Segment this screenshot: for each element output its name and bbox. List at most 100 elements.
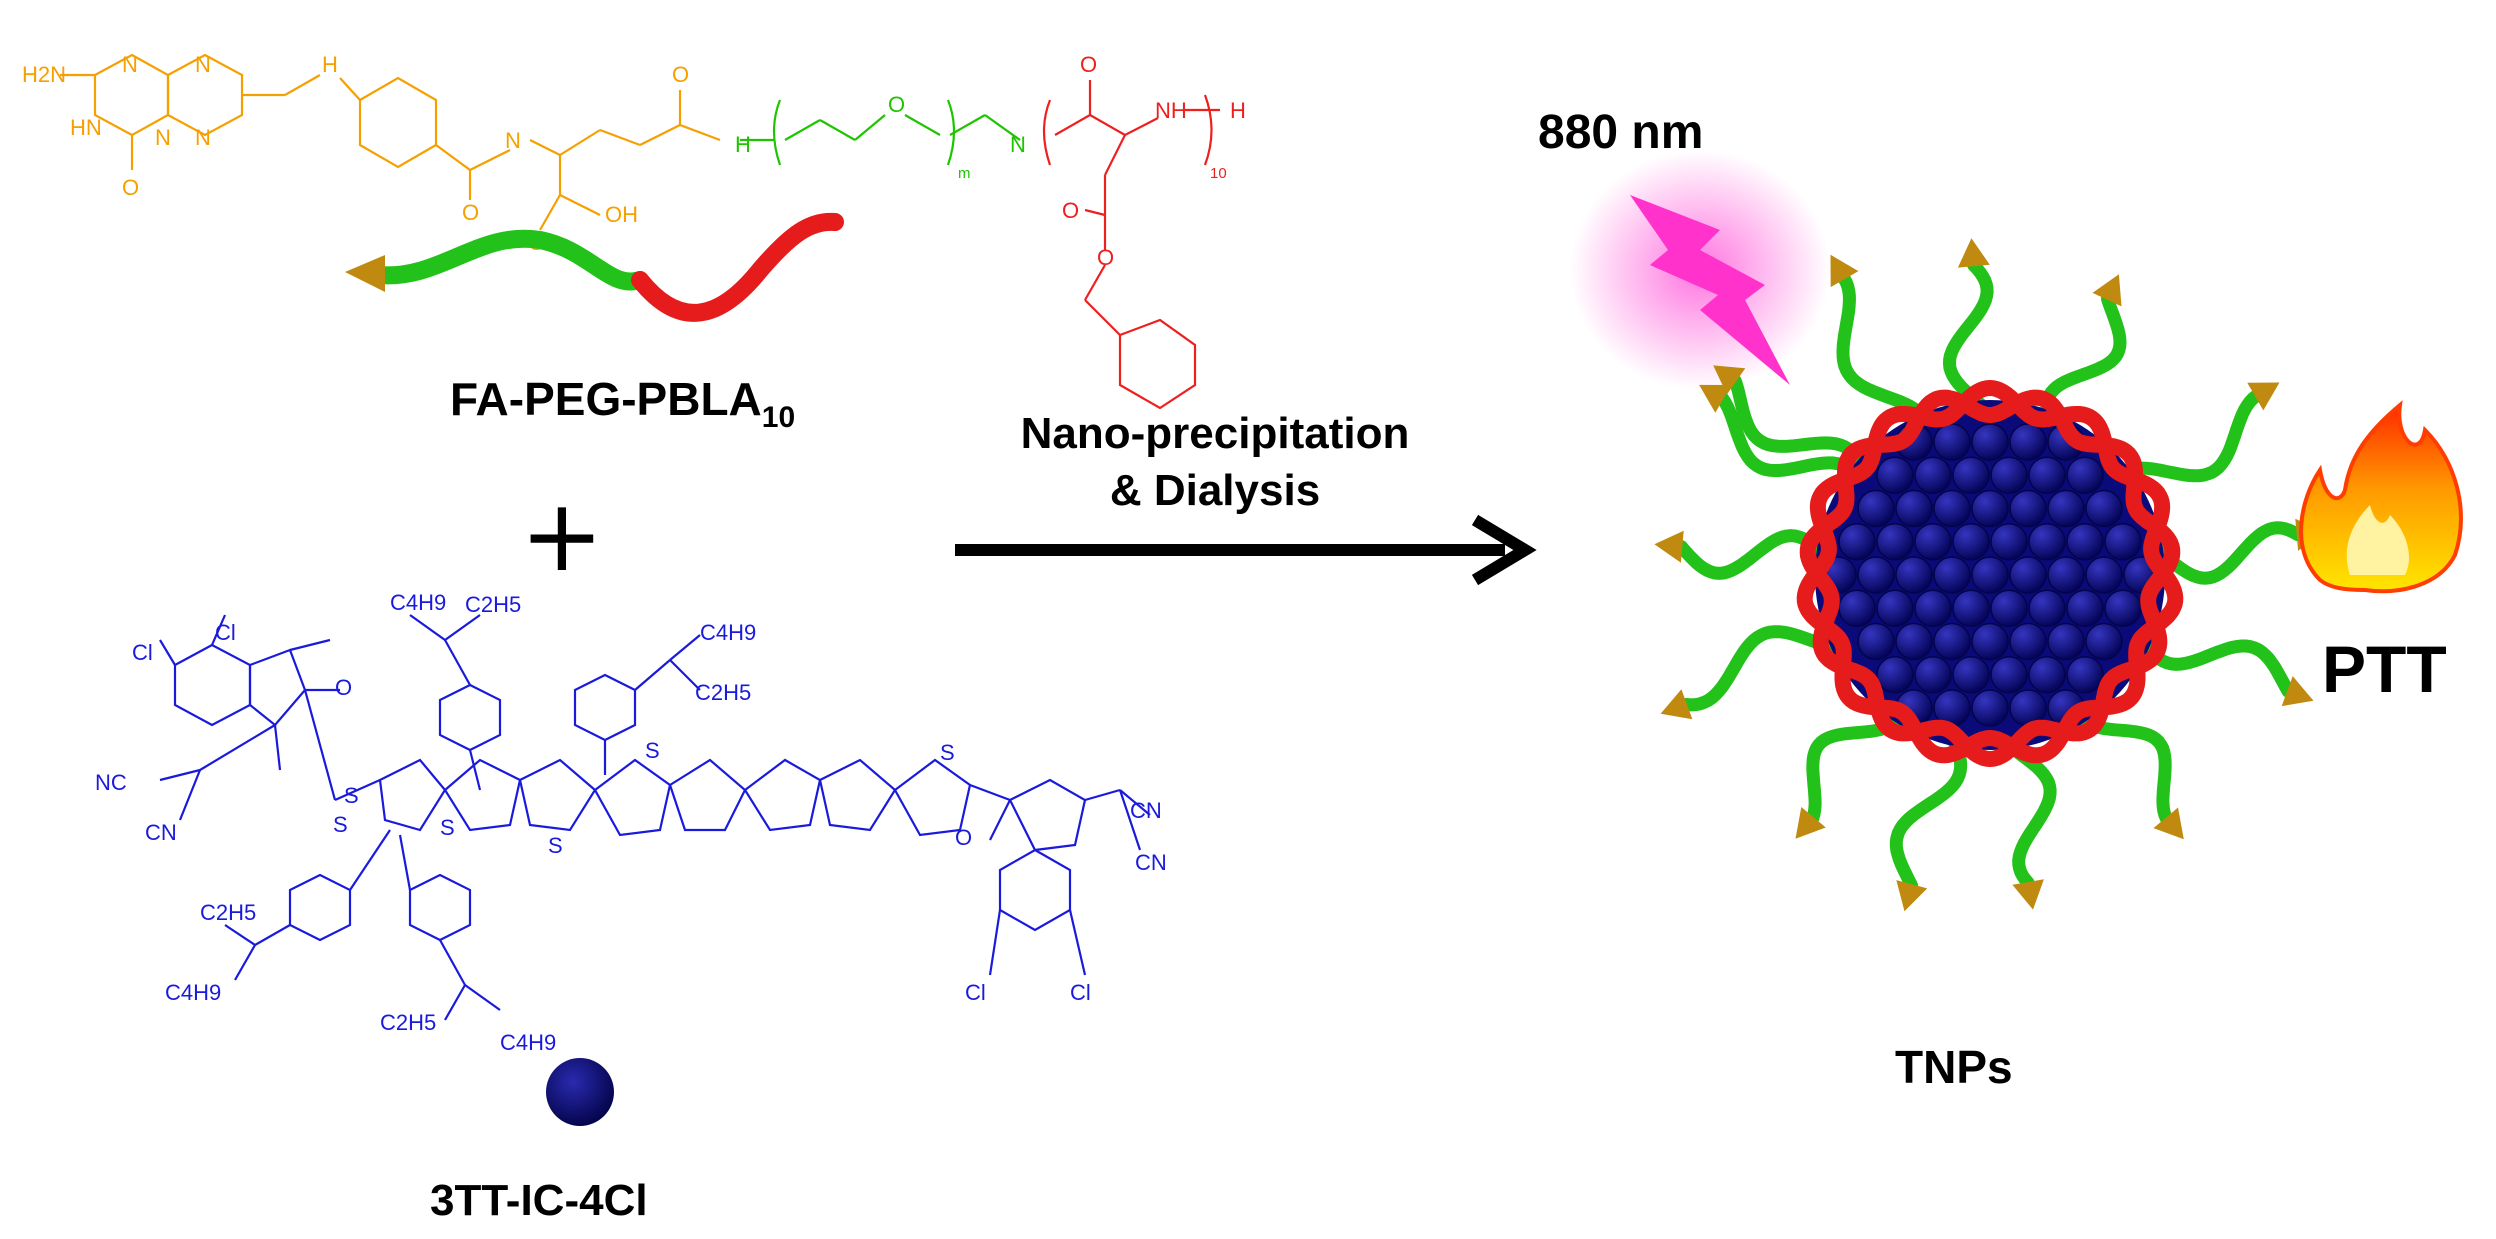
- c4h9-d-label: C4H9: [500, 1030, 556, 1055]
- core-dye-ball: [1971, 622, 2009, 661]
- cn2-label: CN: [1130, 798, 1162, 823]
- core-dye-ball: [1952, 456, 1990, 494]
- o1-label: O: [335, 675, 352, 700]
- cl1-label: Cl: [132, 640, 153, 665]
- core-dye-ball: [1990, 523, 2028, 561]
- core-dye-ball: [1952, 523, 1990, 561]
- core-dye-ball: [2104, 589, 2142, 627]
- folate-tip-icon: [1713, 365, 1746, 395]
- peg-labels: H O m N: [735, 92, 1026, 182]
- core-dye-ball: [1933, 622, 1971, 661]
- s4-label: S: [548, 833, 563, 858]
- core-dye-ball: [2009, 423, 2047, 461]
- core-dye-ball: [1857, 489, 1895, 528]
- core-dye-ball: [1914, 589, 1952, 627]
- peg-o-label: O: [888, 92, 905, 117]
- pbla-o2-label: O: [1062, 198, 1079, 223]
- n-amide-label: N: [505, 128, 521, 153]
- h2n-label: H2N: [22, 62, 66, 87]
- core-dye-ball: [1933, 489, 1971, 528]
- copolymer-cartoon: [345, 212, 844, 322]
- pbla-o3-label: O: [1097, 245, 1114, 270]
- core-dye-ball: [1990, 656, 2028, 694]
- core-dye-ball: [1857, 556, 1895, 594]
- core-dye-ball: [1895, 489, 1933, 528]
- n2-label: N: [195, 52, 211, 77]
- core-dye-ball: [1914, 456, 1952, 494]
- pbla-labels: O NH H 10 O O: [1062, 52, 1246, 270]
- c2h5-b-label: C2H5: [695, 680, 751, 705]
- core-dye-ball: [2085, 489, 2123, 528]
- core-dye-ball: [2066, 523, 2104, 561]
- pbla-nh-label: NH: [1155, 98, 1187, 123]
- core-dye-ball: [2009, 556, 2047, 594]
- c4h9-b-label: C4H9: [700, 620, 756, 645]
- o2-label: O: [955, 825, 972, 850]
- folate-tip-icon: [1660, 689, 1693, 720]
- c2h5-d-label: C2H5: [380, 1010, 436, 1035]
- cooh-label: OH: [605, 202, 638, 227]
- core-dye-ball: [2085, 556, 2123, 594]
- c2h5-c-label: C2H5: [200, 900, 256, 925]
- core-dye-ball: [1933, 423, 1971, 461]
- o-glu-label: O: [672, 62, 689, 87]
- folate-tip-icon: [1654, 530, 1684, 563]
- folate-segment: [60, 53, 721, 231]
- core-dye-ball: [2028, 523, 2066, 561]
- core-dye-ball: [1971, 489, 2009, 528]
- core-dye-ball: [1952, 589, 1990, 627]
- folate-tip-icon: [2247, 382, 2280, 411]
- core-dye-ball: [1876, 523, 1914, 561]
- core-dye-ball: [2009, 622, 2047, 661]
- process-label-line2: & Dialysis: [1110, 466, 1320, 515]
- s5-label: S: [645, 738, 660, 763]
- s3-label: S: [440, 815, 455, 840]
- core-dye-ball: [2066, 656, 2104, 694]
- copolymer-label: FA-PEG-PBLA10: [450, 373, 795, 434]
- folate-tip-icon: [2153, 807, 2184, 840]
- o-carbonyl-label: O: [122, 175, 139, 200]
- core-dye-ball: [2104, 523, 2142, 561]
- pbla-n10-label: 10: [1210, 165, 1227, 182]
- s1-label: S: [333, 812, 348, 837]
- folate-tip-icon: [1830, 254, 1859, 288]
- core-dye-ball: [1990, 456, 2028, 494]
- dye-labels: Cl Cl O NC CN S S S S S S C4H9 C2H5 C4H9…: [95, 590, 1167, 1055]
- nc1-label: NC: [95, 770, 127, 795]
- n3-label: N: [195, 125, 211, 150]
- pbla-h-label: H: [1230, 98, 1246, 123]
- peg-m-label: m: [958, 165, 971, 182]
- plus-sign: +: [520, 477, 604, 594]
- folate-tip-icon: [2012, 879, 2044, 910]
- nanoparticle-label: TNPs: [1895, 1041, 2013, 1093]
- dye-particle-icon: [546, 1058, 614, 1126]
- folate-tip-icon: [345, 255, 385, 292]
- core-dye-ball: [1857, 622, 1895, 661]
- core-dye-ball: [2047, 622, 2085, 661]
- core-dye-ball: [2009, 489, 2047, 528]
- nanoparticle-core: [1815, 400, 2165, 750]
- process-label-line1: Nano-precipitation: [1021, 409, 1410, 458]
- core-dye-ball: [1971, 556, 2009, 594]
- nh-linker-label: H: [322, 52, 338, 77]
- n1-label: N: [122, 52, 138, 77]
- s2-label: S: [344, 783, 359, 808]
- peg-n-label: N: [1010, 132, 1026, 157]
- c2h5-a-label: C2H5: [465, 592, 521, 617]
- folate-tip-icon: [1795, 807, 1826, 839]
- peg-segment: [740, 99, 1021, 166]
- o-amide-label: O: [462, 200, 479, 225]
- copolymer-structure: H2N N N N HN N O H O N OH O O H: [22, 52, 1246, 410]
- pbla-o-label: O: [1080, 52, 1097, 77]
- core-dye-ball: [1971, 689, 2009, 727]
- dye-structure: [159, 614, 1151, 1021]
- ptt-label: PTT: [2322, 632, 2447, 706]
- core-dye-ball: [1914, 523, 1952, 561]
- hn-ring-label: HN: [70, 115, 102, 140]
- flame-icon: [2299, 400, 2463, 594]
- cl2-label: Cl: [215, 620, 236, 645]
- pbla-segment: [1042, 80, 1213, 410]
- core-dye-ball: [1838, 589, 1876, 627]
- core-dye-ball: [2085, 622, 2123, 661]
